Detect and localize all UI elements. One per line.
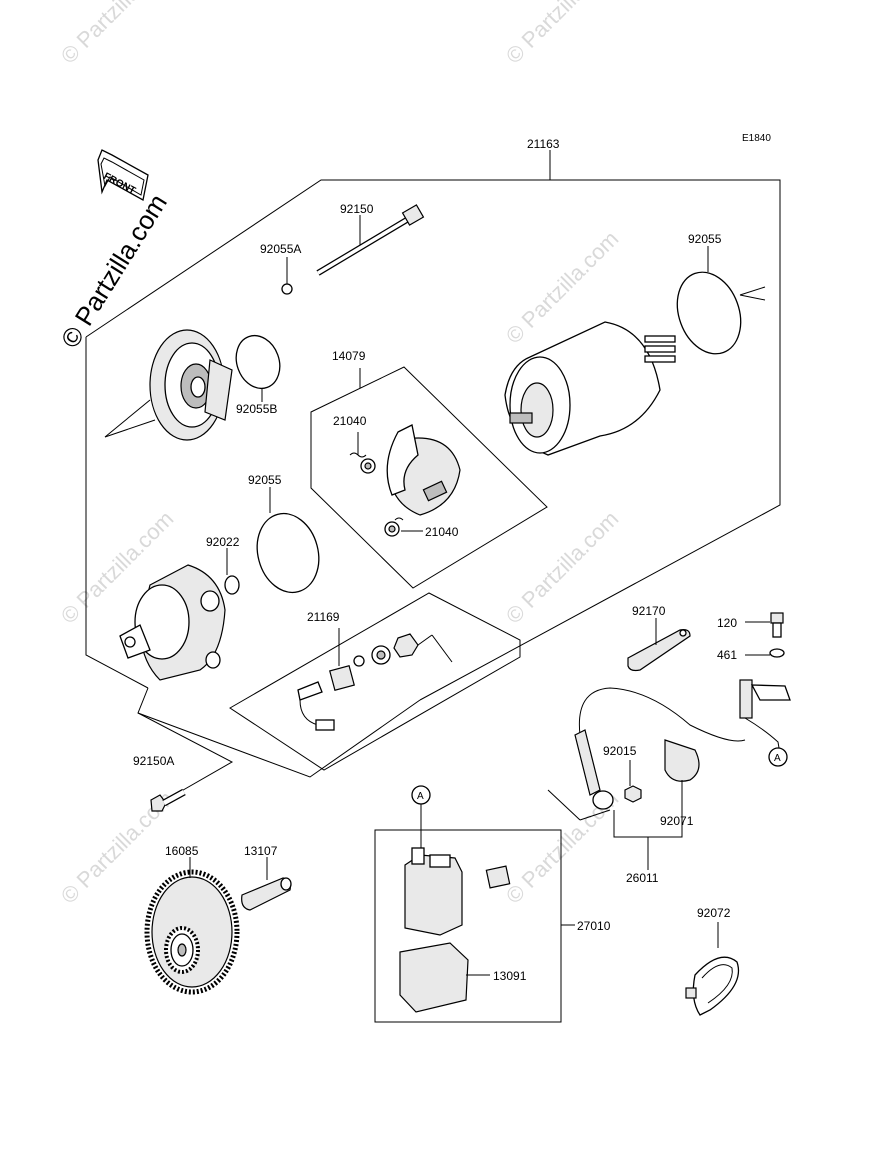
clamp-92072 [685, 922, 739, 1016]
part-label: 461 [717, 648, 737, 662]
part-label: 92072 [697, 906, 731, 920]
part-label: 26011 [626, 871, 659, 885]
part-labels: 21163 92150 92055A 92055 92055B 14079 21… [133, 137, 737, 983]
callout-marker: A [417, 791, 424, 802]
part-label: 120 [717, 616, 737, 630]
callout-marker: A [774, 753, 781, 764]
watermark-dark: © Partzilla.com [55, 189, 173, 353]
watermark: © Partzilla.com [501, 0, 624, 69]
washer-461 [769, 648, 785, 658]
shaft-13107 [241, 857, 292, 911]
rear-cover [119, 564, 226, 681]
part-label: 92071 [660, 814, 694, 828]
part-label: 14079 [332, 349, 366, 363]
part-label: 21040 [333, 414, 367, 428]
front-arrow-icon: FRONT [97, 149, 149, 202]
bolt-120 [745, 612, 784, 638]
part-label: 92170 [632, 604, 666, 618]
part-label: 92150 [340, 202, 374, 216]
o-ring-92055-top [676, 271, 742, 355]
o-ring-92055A [281, 283, 293, 295]
washer-92022 [224, 575, 240, 595]
part-label: 27010 [577, 919, 611, 933]
part-label: 21169 [307, 610, 340, 624]
bolt-92150A [150, 788, 186, 812]
part-label: 92150A [133, 754, 174, 768]
plate-92170 [627, 618, 691, 672]
part-label: 13091 [493, 969, 527, 983]
watermark: © Partzilla.com [501, 506, 624, 629]
nut-92015 [624, 785, 642, 803]
terminal-set-21169 [297, 633, 453, 731]
callout-a-right: A [768, 747, 788, 767]
part-label: 92015 [603, 744, 637, 758]
part-label: 21163 [527, 137, 560, 151]
part-label: 92022 [206, 535, 240, 549]
o-ring-92055-mid [256, 512, 320, 594]
watermark: © Partzilla.com [56, 0, 179, 69]
cap-92071 [664, 739, 700, 813]
assembly-outline [85, 150, 781, 802]
part-label: 92055A [260, 242, 301, 256]
diagram-code: E1840 [742, 133, 771, 144]
battery-cable-26011 [547, 679, 791, 870]
bolt-92150 [316, 204, 425, 276]
part-label: 16085 [165, 844, 199, 858]
armature-yoke [504, 321, 676, 456]
relay-box-27010: A [374, 785, 575, 1023]
gear-16085 [144, 857, 240, 995]
front-housing [104, 329, 233, 441]
o-ring-92055B [235, 334, 281, 390]
brush-plate [349, 424, 461, 537]
part-label: 13107 [244, 844, 278, 858]
part-label: 92055 [688, 232, 722, 246]
part-label: 92055 [248, 473, 282, 487]
part-label: 92055B [236, 402, 277, 416]
part-label: 21040 [425, 525, 459, 539]
